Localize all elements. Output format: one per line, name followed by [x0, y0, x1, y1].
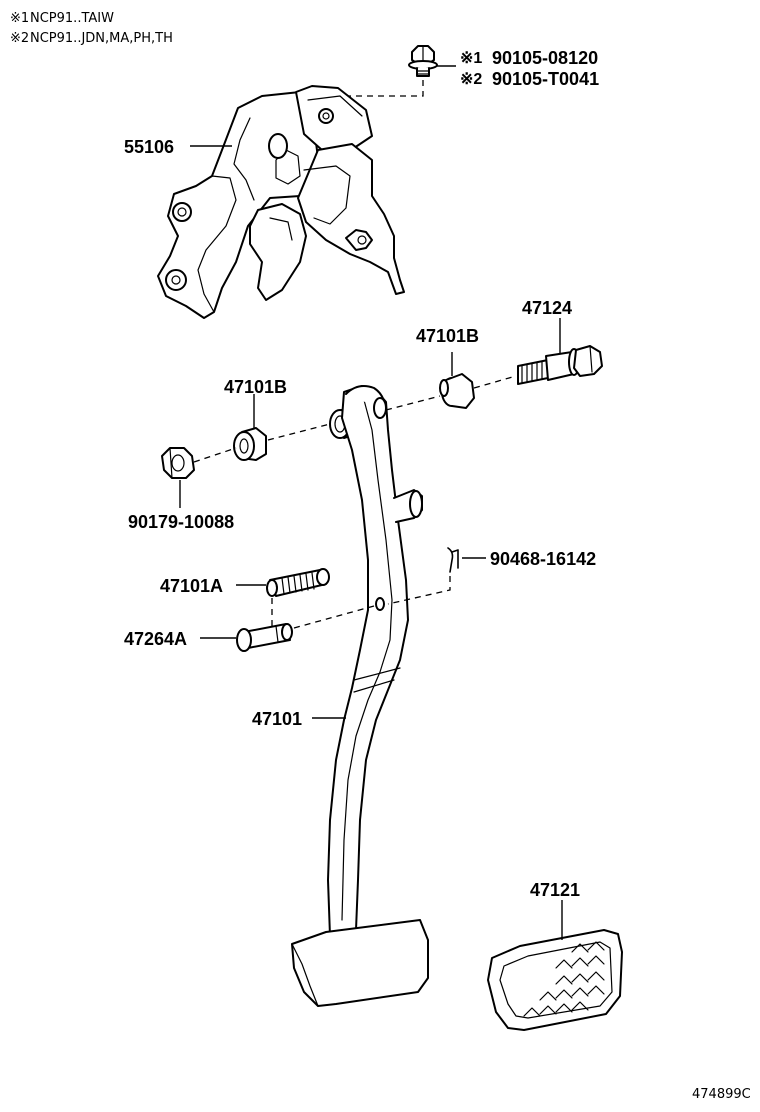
- pedal-support-bracket: [157, 85, 405, 319]
- axis-line-4: [473, 375, 517, 389]
- pedal-foot-plate: [291, 919, 429, 1007]
- spring-47101a: [266, 568, 330, 597]
- note-text-2: NCP91..JDN,MA,PH,TH: [30, 31, 173, 46]
- brake-pedal-arm: [327, 385, 423, 937]
- bush-47101b-left: [233, 427, 267, 461]
- callout-bracket-55106: 55106: [124, 137, 174, 157]
- callout-pad-47121: 47121: [530, 880, 580, 900]
- callout-bush-left-47101B: 47101B: [224, 377, 287, 397]
- axis-line-2: [267, 423, 331, 441]
- axis-line-1: [193, 447, 237, 463]
- note-text-1: NCP91..TAIW: [30, 11, 114, 26]
- callout-spring-47101A: 47101A: [160, 576, 223, 596]
- callout-bolt-90105-08120: 90105-08120: [492, 48, 598, 68]
- clevis-pin-47264a: [236, 623, 293, 652]
- figure-code: 474899C: [692, 1087, 751, 1102]
- pivot-bolt-47124: [517, 345, 603, 385]
- callout-mark-bolt-2: ※2: [460, 71, 482, 88]
- flange-bolt-90105: [408, 45, 438, 77]
- axis-line-3: [385, 395, 441, 411]
- note-mark-1: ※1: [10, 11, 29, 26]
- install-line-bolt: [345, 80, 424, 97]
- flange-nut-90179: [161, 447, 195, 479]
- clip-90468: [447, 547, 459, 573]
- callout-pedal-arm-47101: 47101: [252, 709, 302, 729]
- install-line-pin: [293, 605, 375, 629]
- note-mark-2: ※2: [10, 31, 29, 46]
- callout-mark-bolt-1: ※1: [460, 50, 482, 67]
- bush-47101b-right: [439, 373, 475, 409]
- pad-tread-pattern: [523, 941, 605, 1017]
- callout-bolt-47124: 47124: [522, 298, 572, 318]
- callout-bolt-90105-T0041: 90105-T0041: [492, 69, 599, 89]
- pedal-pad-47121: [487, 929, 623, 1031]
- install-line-clip: [387, 576, 451, 605]
- callout-pin-47264A: 47264A: [124, 629, 187, 649]
- callout-nut-90179-10088: 90179-10088: [128, 512, 234, 532]
- callout-bush-right-47101B: 47101B: [416, 326, 479, 346]
- callout-clip-90468-16142: 90468-16142: [490, 549, 596, 569]
